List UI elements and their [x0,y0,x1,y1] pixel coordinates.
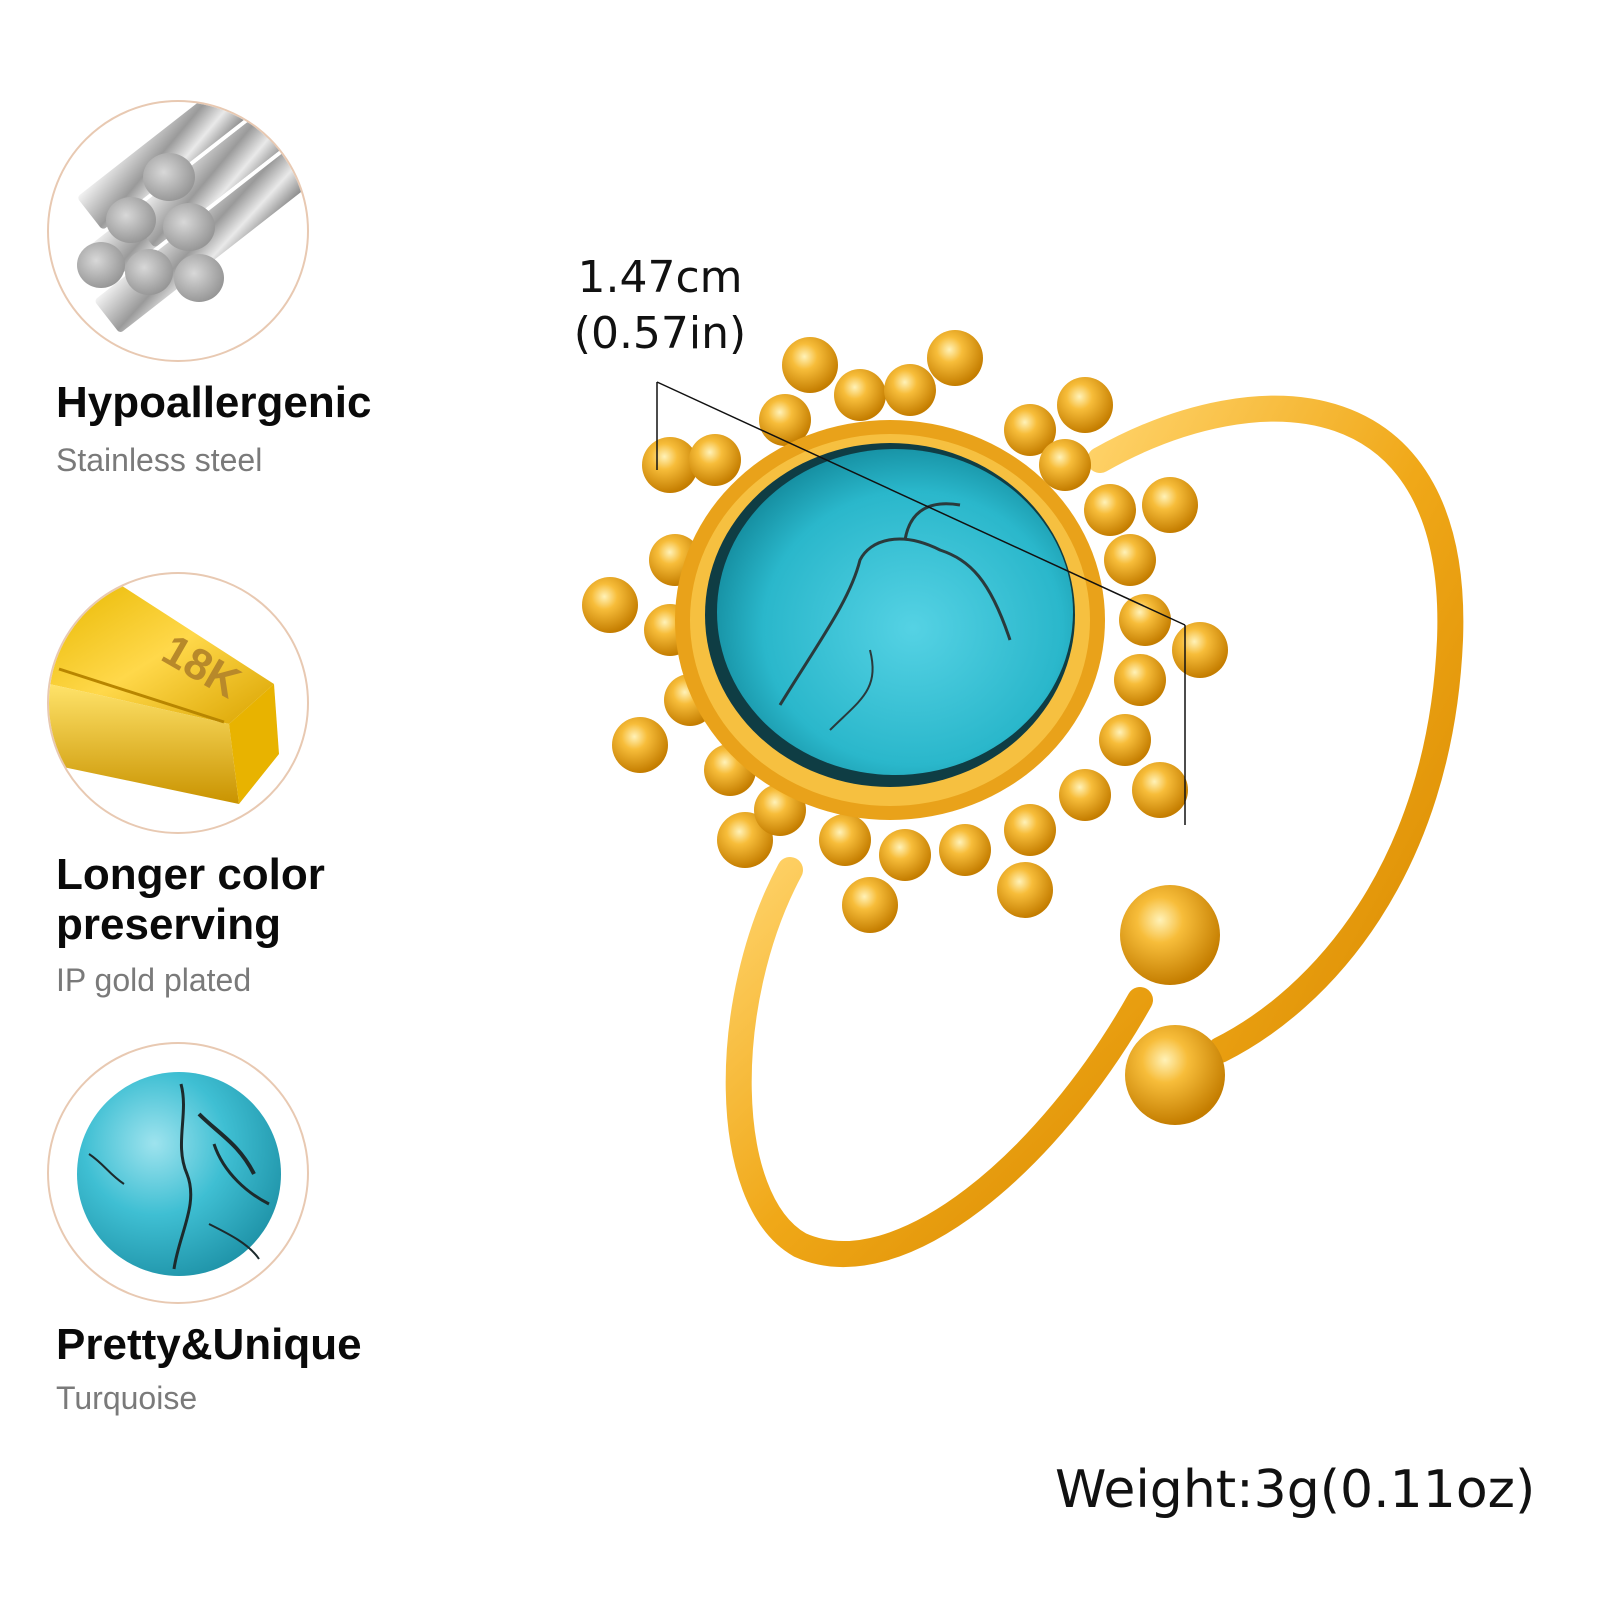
dimension-cm: 1.47cm [577,252,743,303]
feature-title-pretty-unique: Pretty&Unique [56,1320,362,1369]
feature-title-hypoallergenic: Hypoallergenic [56,378,372,427]
feature-title-line1: Longer color [56,850,325,899]
feature-title-line2: preserving [56,900,281,949]
dimension-in: (0.57in) [573,308,747,359]
ring-end-ball-bottom [1125,1025,1225,1125]
ring-end-ball-top [1120,885,1220,985]
gold-bar-icon: 18K [49,584,279,804]
turquoise-stone-icon [77,1072,281,1276]
feature-subtitle-ip-gold: IP gold plated [56,962,252,998]
weight-label: Weight:3g(0.11oz) [1055,1460,1536,1520]
steel-rods-badge [47,100,309,362]
feature-subtitle-stainless-steel: Stainless steel [56,442,263,478]
steel-rods-icon [77,102,307,332]
gold-bar-badge: 18K [47,572,309,834]
feature-title-longer-color: Longer color preserving [56,850,325,950]
ring-band-front [725,857,1153,1267]
turquoise-badge [47,1042,309,1304]
dimension-label: 1.47cm (0.57in) [560,250,760,362]
dimension-lines [656,381,1186,825]
ring-band-back [1087,395,1464,1063]
feature-subtitle-turquoise: Turquoise [56,1380,198,1416]
ring-bezel-beads [582,330,1228,933]
turquoise-stone [717,449,1073,775]
